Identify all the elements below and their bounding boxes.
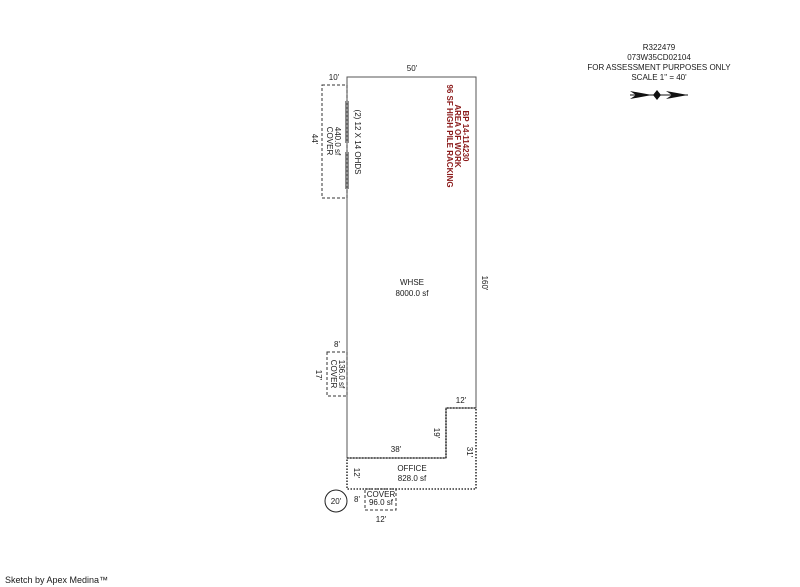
scale-note: SCALE 1" = 40'	[631, 73, 687, 82]
cover-bottom-outline	[364, 488, 397, 511]
circle-label: 20'	[331, 497, 342, 506]
dim-right-height: 160'	[480, 276, 489, 291]
dim-cover-top-width: 10'	[329, 73, 340, 82]
office-area: 828.0 sf	[398, 474, 427, 483]
north-arrow-icon	[630, 90, 688, 100]
dim-office-width: 38'	[391, 445, 402, 454]
cover-mid-name: COVER	[329, 360, 338, 389]
dim-top-width: 50'	[407, 64, 418, 73]
cover-bottom-name: COVER	[367, 490, 396, 499]
cover-mid-outline	[326, 351, 348, 397]
dim-cover-mid-height: 17'	[314, 370, 323, 381]
dim-cover-bottom-height: 8'	[354, 495, 360, 504]
permit-label: BP 14-114230	[461, 110, 470, 162]
cover-mid-area: 136.0 sf	[337, 360, 346, 389]
doors-label: (2) 12 X 14 OHDS	[353, 110, 362, 175]
dim-cover-bottom-width: 12'	[376, 515, 387, 524]
office-name: OFFICE	[397, 464, 426, 473]
whse-name: WHSE	[400, 278, 424, 287]
dim-notch-width: 12'	[456, 396, 467, 405]
parcel-id: R322479	[643, 43, 676, 52]
map-id: 073W35CD02104	[627, 53, 691, 62]
office-outline	[346, 407, 477, 490]
work-area-label: AREA OF WORK	[453, 104, 462, 167]
cover-bottom-area: 96.0 sf	[369, 498, 394, 507]
purpose-note: FOR ASSESSMENT PURPOSES ONLY	[587, 63, 731, 72]
racking-label: 96 SF HIGH PILE RACKING	[445, 84, 454, 187]
dim-cover-mid-width: 8'	[334, 340, 340, 349]
cover-top-area: 440.0 sf	[333, 127, 342, 156]
dim-cover-top-height: 44'	[310, 134, 319, 145]
footer-credit: Sketch by Apex Medina™	[5, 575, 108, 585]
dim-office-height: 12'	[352, 468, 361, 479]
dim-office-right: 31'	[465, 447, 474, 458]
circle-marker	[324, 489, 348, 513]
dim-notch-height: 19'	[432, 428, 441, 439]
whse-area: 8000.0 sf	[396, 289, 430, 298]
cover-top-name: COVER	[325, 127, 334, 156]
